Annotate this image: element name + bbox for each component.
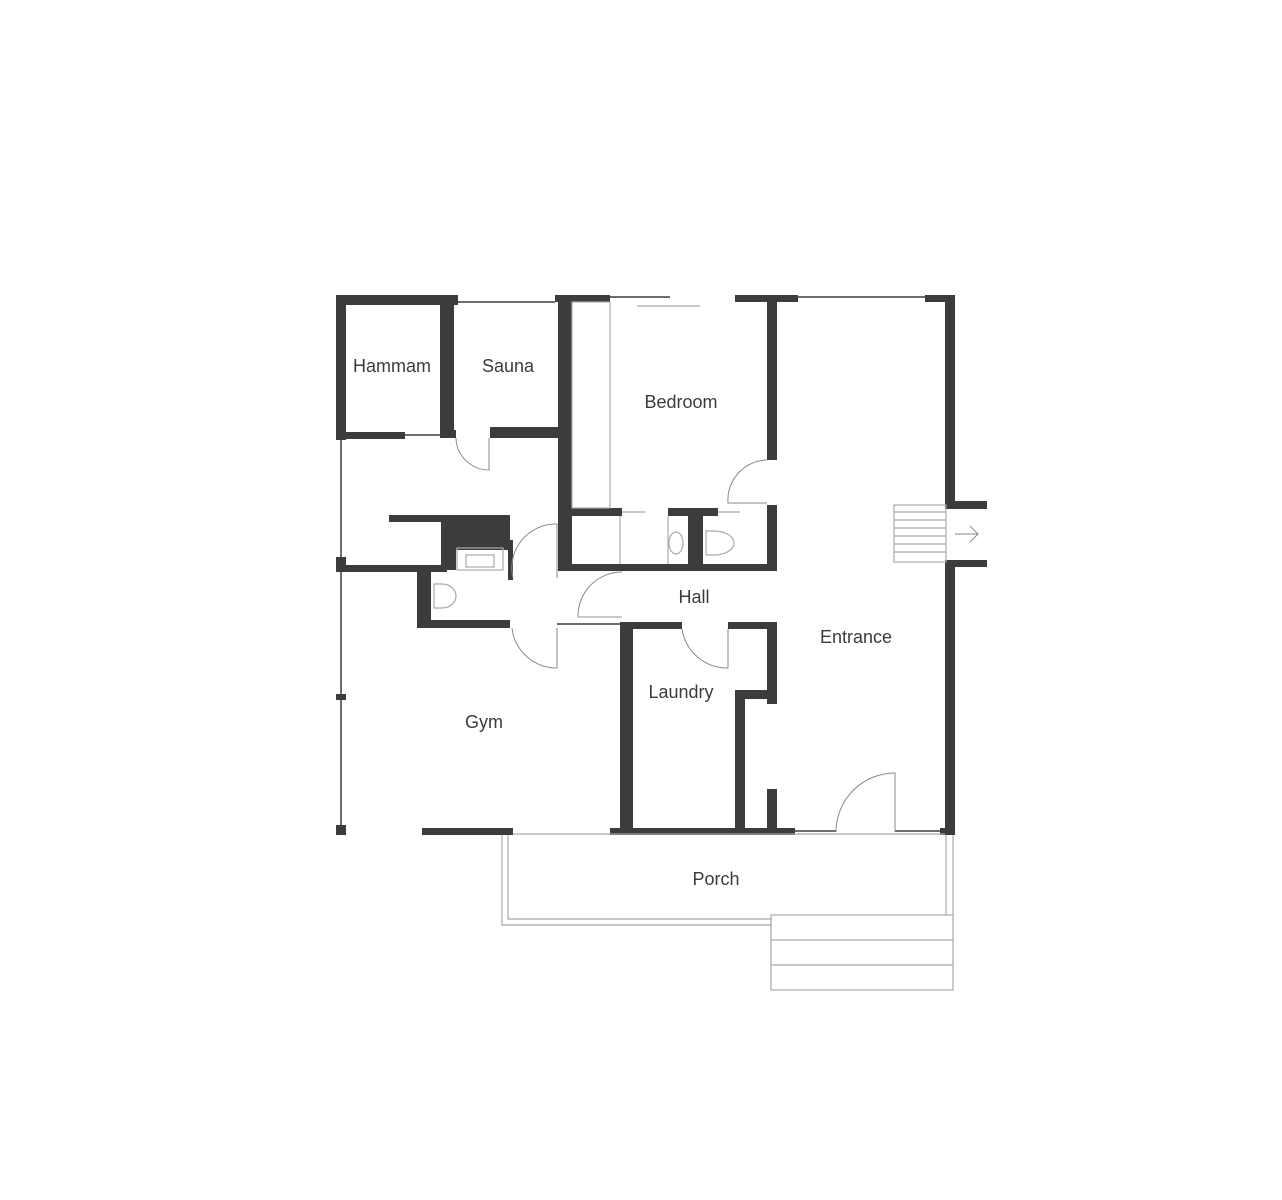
room-label-laundry: Laundry bbox=[648, 682, 713, 702]
toilet-icon bbox=[705, 530, 735, 556]
walls bbox=[336, 295, 987, 835]
toilet-icon bbox=[433, 583, 457, 609]
fixtures bbox=[433, 530, 735, 609]
room-label-hammam: Hammam bbox=[353, 356, 431, 376]
doors bbox=[455, 437, 896, 833]
sink-icon bbox=[668, 531, 684, 555]
windows-and-thin-lines bbox=[340, 296, 945, 835]
room-labels: Hammam Sauna Bedroom Hall Entrance Laund… bbox=[353, 356, 892, 889]
sink-icon bbox=[456, 547, 504, 571]
room-label-entrance: Entrance bbox=[820, 627, 892, 647]
porch-steps bbox=[770, 914, 954, 991]
room-label-bedroom: Bedroom bbox=[644, 392, 717, 412]
room-label-gym: Gym bbox=[465, 712, 503, 732]
room-label-porch: Porch bbox=[692, 869, 739, 889]
stairs-side bbox=[893, 504, 979, 563]
room-label-sauna: Sauna bbox=[482, 356, 535, 376]
room-label-hall: Hall bbox=[678, 587, 709, 607]
wardrobe bbox=[571, 301, 611, 509]
porch bbox=[501, 835, 954, 991]
